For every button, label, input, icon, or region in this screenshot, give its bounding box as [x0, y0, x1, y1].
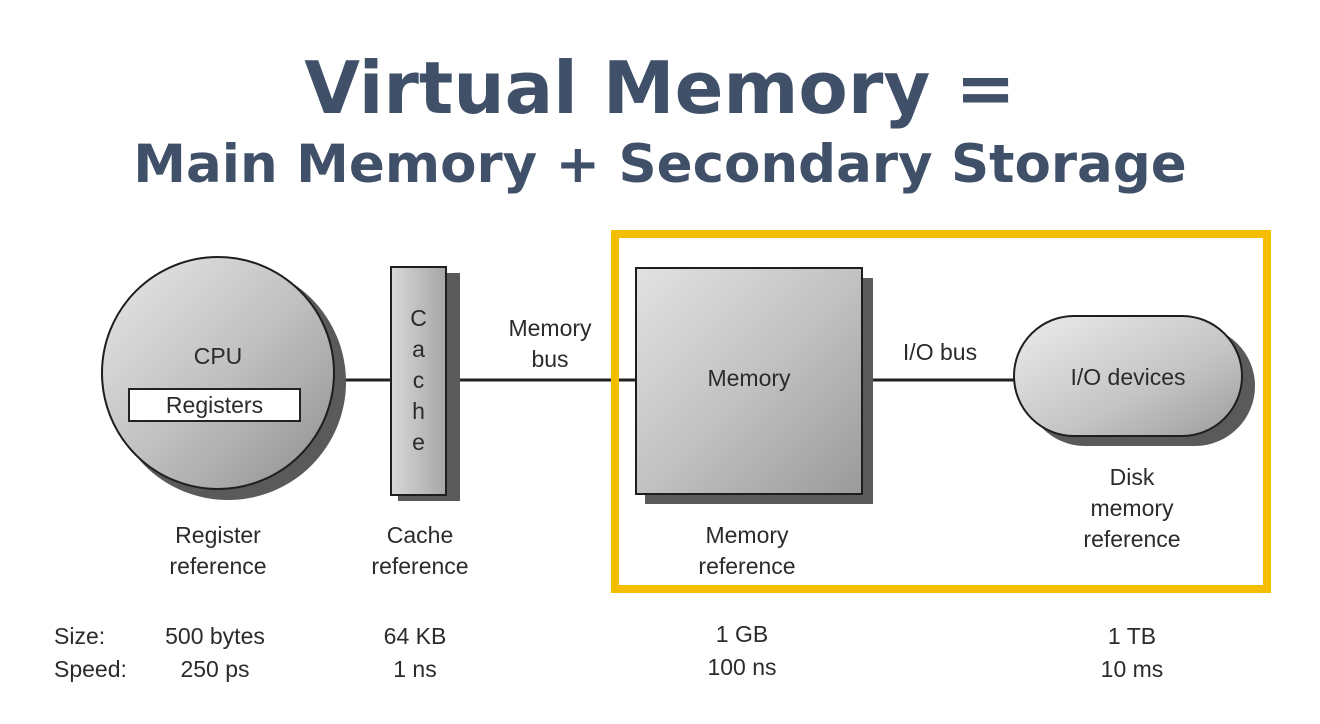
- memory-speed-value: 100 ns: [707, 654, 777, 680]
- cache-box: [390, 266, 460, 501]
- title-line-1: Virtual Memory =: [304, 46, 1016, 130]
- cache-letter: h: [412, 398, 425, 424]
- cpu-label: CPU: [193, 343, 243, 369]
- title-line-2: Main Memory + Secondary Storage: [133, 134, 1187, 195]
- cache-letter: a: [412, 336, 425, 362]
- cache-letter: e: [412, 429, 425, 455]
- cache-letters: C a c h e: [391, 303, 446, 458]
- size-row-label: Size:: [54, 623, 106, 649]
- io-devices-capsule: [1013, 315, 1255, 446]
- register-speed-value: 250 ps: [180, 656, 250, 682]
- register-size-value: 500 bytes: [165, 623, 265, 649]
- virtual-memory-highlight-box: [611, 230, 1271, 593]
- registers-box: [128, 388, 301, 422]
- cpu-circle: [101, 256, 346, 500]
- memory-bus-label: Memory bus: [508, 315, 592, 372]
- speed-row-label: Speed:: [54, 656, 127, 682]
- io-bus-label: I/O bus: [902, 339, 978, 365]
- cache-speed-value: 1 ns: [393, 656, 437, 682]
- registers-label: Registers: [165, 392, 264, 418]
- memory-size-value: 1 GB: [715, 621, 769, 647]
- cache-letter: C: [410, 305, 427, 331]
- cache-letter: c: [412, 367, 425, 393]
- memory-reference-label: Memory reference: [698, 522, 796, 579]
- disk-reference-label: Disk memory reference: [1083, 464, 1181, 552]
- disk-size-value: 1 TB: [1107, 623, 1157, 649]
- cache-reference-label: Cache reference: [371, 522, 469, 579]
- cache-size-value: 64 KB: [383, 623, 447, 649]
- register-reference-label: Register reference: [169, 522, 267, 579]
- io-devices-label: I/O devices: [1070, 364, 1186, 390]
- memory-label: Memory: [707, 365, 791, 391]
- disk-speed-value: 10 ms: [1100, 656, 1164, 682]
- memory-box: [635, 267, 873, 504]
